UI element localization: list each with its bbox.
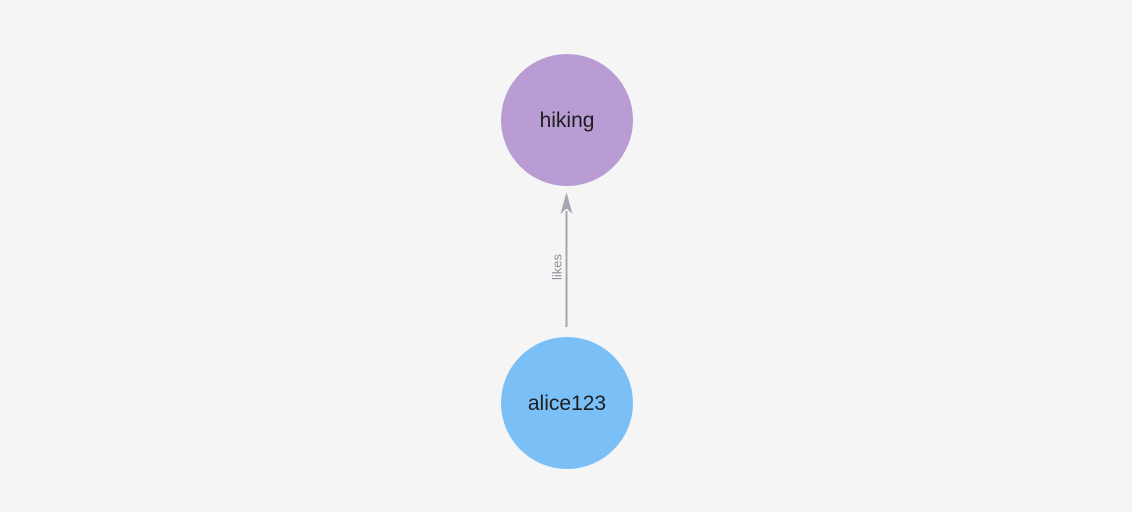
edge-label-likes[interactable]: likes bbox=[549, 253, 565, 281]
node-label: hiking bbox=[539, 108, 595, 132]
arrowhead-icon bbox=[560, 192, 573, 214]
node-label: alice123 bbox=[527, 391, 607, 415]
node-hiking[interactable]: hiking bbox=[501, 54, 633, 186]
node-alice123[interactable]: alice123 bbox=[501, 337, 633, 469]
